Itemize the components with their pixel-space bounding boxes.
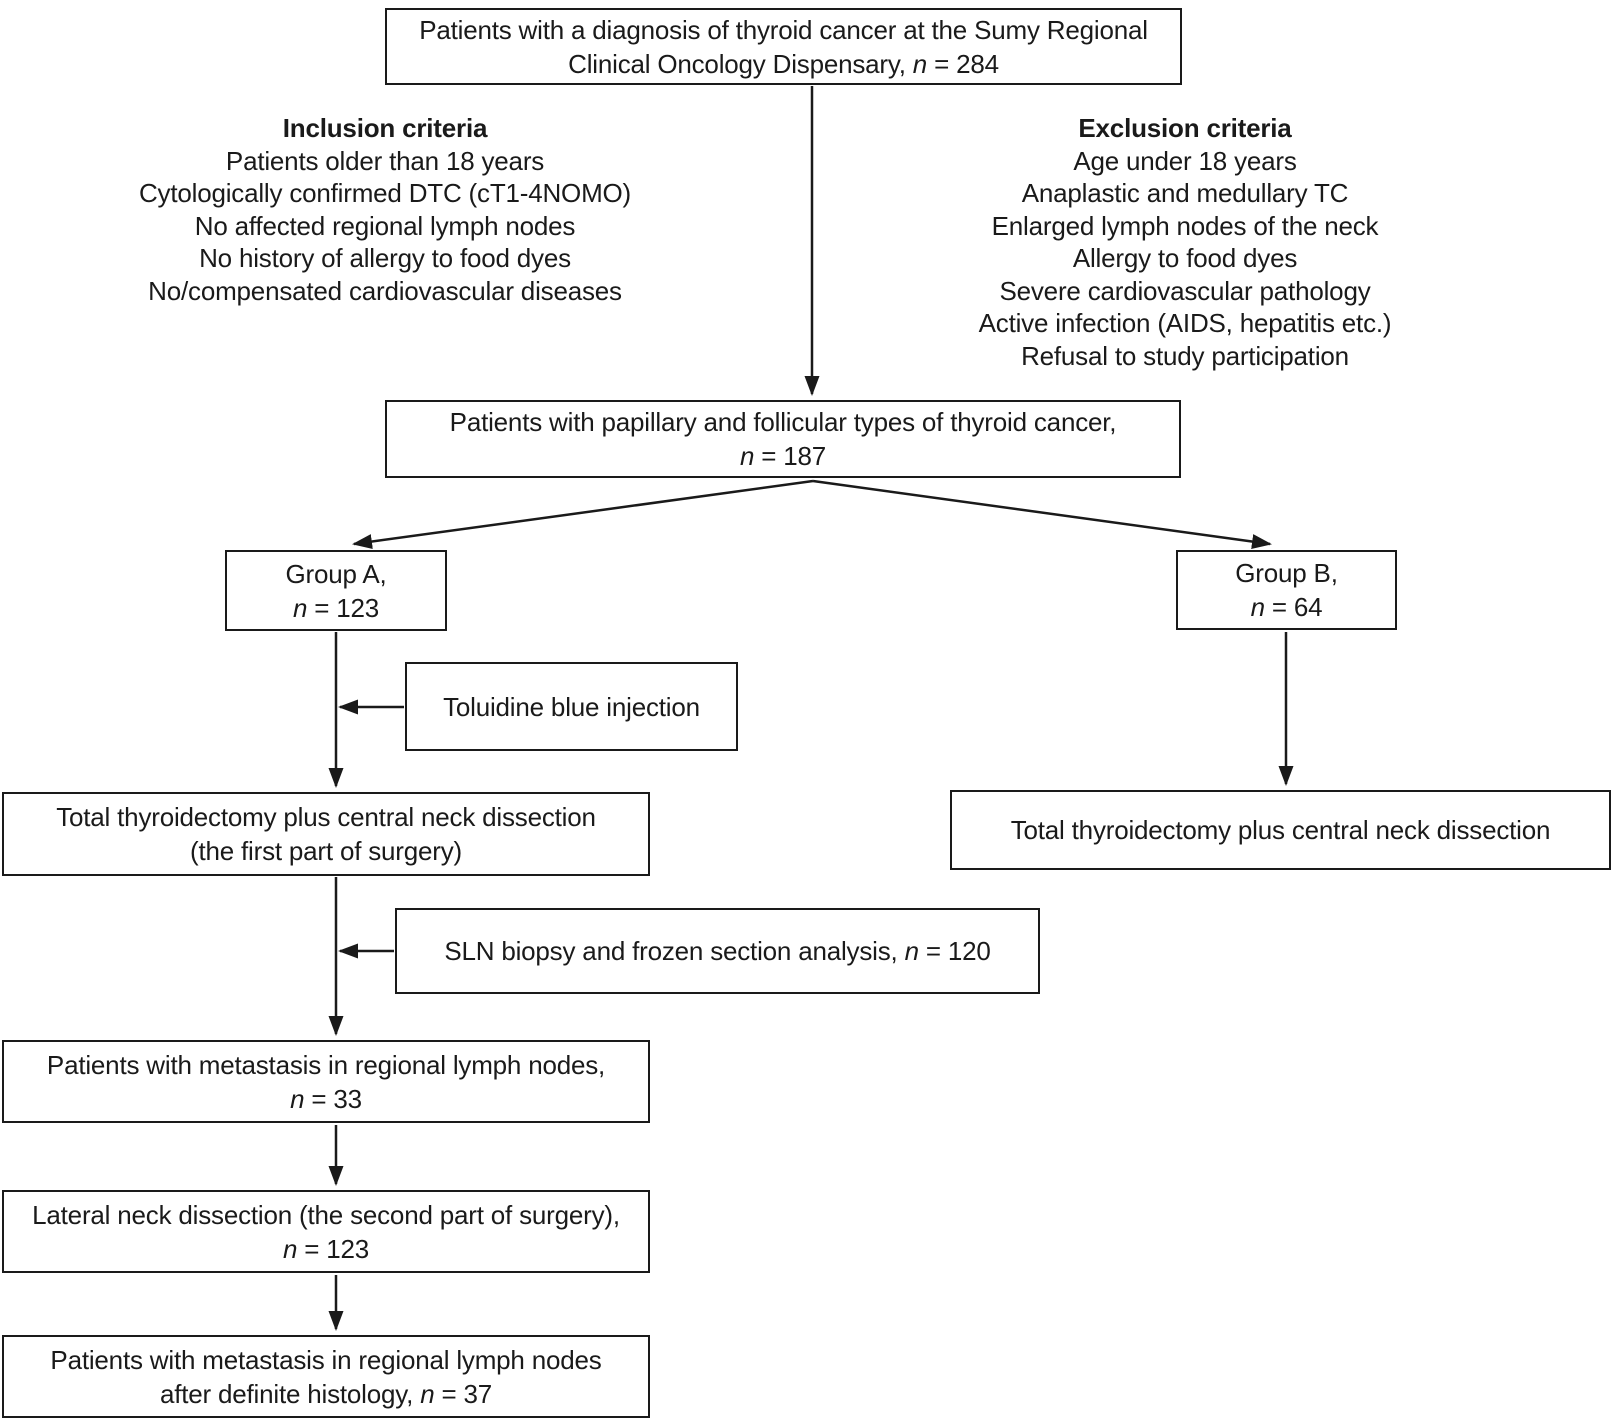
box-metastasis-final: Patients with metastasis in regional lym… [2, 1335, 650, 1418]
box-diagnosis: Patients with a diagnosis of thyroid can… [385, 8, 1182, 85]
arrow-papillary-to-group-a [352, 479, 814, 549]
box-lateral-neck-dissection: Lateral neck dissection (the second part… [2, 1190, 650, 1273]
box-thyroidectomy-group-b: Total thyroidectomy plus central neck di… [950, 790, 1611, 870]
box-toluidine-injection: Toluidine blue injection [405, 662, 738, 751]
box-sln-biopsy: SLN biopsy and frozen section analysis, … [395, 908, 1040, 994]
inclusion-criteria-title: Inclusion criteria [282, 113, 488, 143]
box-group-b: Group B,n = 64 [1176, 550, 1397, 630]
box-metastasis-frozen: Patients with metastasis in regional lym… [2, 1040, 650, 1123]
arrow-papillary-to-group-b [812, 479, 1272, 549]
box-group-a: Group A,n = 123 [225, 550, 447, 631]
inclusion-criteria: Inclusion criteria Patients older than 1… [95, 112, 675, 307]
box-thyroidectomy-group-a: Total thyroidectomy plus central neck di… [2, 792, 650, 876]
box-papillary-follicular: Patients with papillary and follicular t… [385, 400, 1181, 478]
exclusion-criteria-title: Exclusion criteria [1078, 113, 1292, 143]
